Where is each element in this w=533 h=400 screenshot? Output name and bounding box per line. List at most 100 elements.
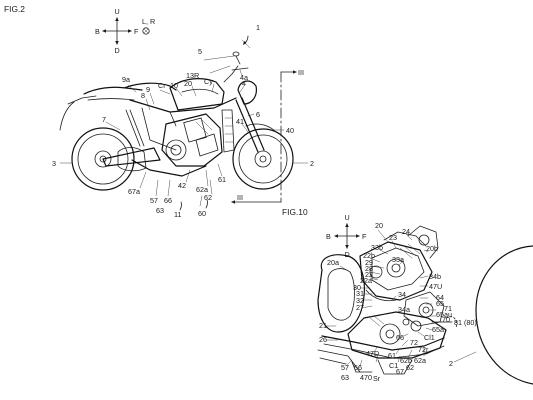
radiator — [221, 109, 235, 153]
fig2-direction-compass: U D B F L, R — [95, 7, 155, 55]
fig10-ref-33a: 33a — [392, 255, 404, 264]
ref-1: 1 — [256, 23, 260, 32]
license-plate-bracket — [59, 101, 75, 131]
engine — [161, 113, 223, 167]
fig10-ref-70: 70 — [442, 315, 450, 324]
fig10-ref-65a: 65a — [432, 325, 444, 334]
fig10-ref-21: 21 — [319, 321, 327, 330]
main-frame — [129, 97, 237, 113]
ref-57: 57 — [150, 196, 158, 205]
ref-9: 9 — [146, 85, 150, 94]
fig10-ref-81-80: 81 (80) — [454, 318, 477, 327]
fig10-ref-27: 27 — [356, 303, 364, 312]
fig10-compass-front-label: F — [362, 232, 367, 241]
fig10-ref-64: 64 — [436, 293, 444, 302]
fig10-ref-Cl1: Cl1 — [424, 333, 435, 342]
swing-arm — [102, 147, 161, 167]
ref-61: 61 — [218, 175, 226, 184]
rear-shock — [125, 109, 141, 147]
fig10-ref-22a: 22a — [360, 276, 372, 285]
fig10-ref-20a: 20a — [327, 258, 339, 267]
fig10-leader-lines — [325, 229, 477, 367]
section-line-iii — [231, 70, 297, 204]
fig10-ref-72r: 72r — [418, 345, 429, 354]
fig10-ref-61: 61 — [388, 351, 396, 360]
ref-62a: 62a — [196, 185, 208, 194]
fig10-ref-57: 57 — [341, 363, 349, 372]
fig10-ref-56: 56 — [354, 363, 362, 372]
cylinder-block — [359, 241, 433, 301]
ref-60: 60 — [198, 209, 206, 218]
fig10-ref-22: 22 — [365, 270, 373, 279]
fuel-tank — [169, 78, 225, 111]
fig10-ref-34b: 34b — [429, 272, 441, 281]
exhaust-pipe-section — [321, 335, 445, 351]
fig2-title: FIG.2 — [4, 4, 25, 14]
ref-Cr: Cr — [158, 81, 166, 90]
ref-62: 62 — [204, 193, 212, 202]
rear-wheel — [71, 127, 135, 191]
fig10-ref-470: 470 — [360, 373, 372, 382]
fig10-ref-2: 2 — [449, 359, 453, 368]
fig10-ref-63: 63 — [341, 373, 349, 382]
fig10-ref-62: 62 — [406, 363, 414, 372]
ref-7: 7 — [102, 115, 106, 124]
fig10-ref-65au: 65au — [436, 310, 452, 319]
compass-front-label: F — [134, 27, 139, 36]
fig10-compass-down-label: D — [345, 250, 350, 259]
fig10-ref-33b: 33b — [371, 243, 383, 252]
fig10-compass-up-label: U — [345, 213, 350, 222]
fig10-ref-23: 23 — [389, 233, 397, 242]
ref-4a: 4a — [240, 73, 248, 82]
seat — [123, 82, 177, 91]
fig10-ref-34a: 34a — [398, 305, 410, 314]
fig10-ref-71: 71 — [444, 304, 452, 313]
fig10-ref-29: 29 — [365, 258, 373, 267]
fig10-compass-back-label: B — [326, 232, 331, 241]
ref-4: 4 — [242, 79, 246, 88]
out-of-page-symbol — [142, 27, 150, 35]
front-wheel — [232, 128, 294, 190]
fig10-ref-24: 24 — [402, 227, 410, 236]
fig10-ref-Sr: Sr — [373, 374, 381, 383]
motorcycle-side-view — [59, 51, 294, 191]
ref-67a: 67a — [128, 187, 140, 196]
ref-41: 41 — [236, 117, 244, 126]
rear-seat-cowl — [83, 86, 143, 95]
ref-66: 66 — [164, 196, 172, 205]
fig10-ref-32: 32 — [356, 296, 364, 305]
ref-5: 5 — [198, 47, 202, 56]
fig10-ref-31: 31 — [356, 289, 364, 298]
fig10-ref-26: 26 — [319, 335, 327, 344]
ref-13R: 13R — [186, 71, 199, 80]
ref-8: 8 — [141, 91, 145, 100]
fig10-title: FIG.10 — [282, 207, 308, 217]
ref-Cy: Cy — [204, 77, 213, 86]
compass-left-right-label: L, R — [142, 17, 155, 26]
fig10-ref-67: 67 — [396, 367, 404, 376]
fig2-leader-lines — [59, 39, 309, 207]
ref-2: 2 — [310, 159, 314, 168]
fig10-ref-47U: 47U — [429, 282, 442, 291]
ref-10: 10 — [170, 81, 178, 90]
fig10-ref-72: 72 — [410, 338, 418, 347]
compass-up-label: U — [115, 7, 120, 16]
exhaust-pipe — [131, 159, 207, 177]
fig10-ref-34: 34 — [398, 290, 406, 299]
compass-down-label: D — [115, 46, 120, 55]
fig10-ref-47D: 47D — [366, 349, 379, 358]
fig10-ref-62a: 62a — [414, 356, 426, 365]
fig10-ref-C1: C1 — [389, 361, 398, 370]
section-label-iii-bottom: III — [237, 193, 243, 202]
muffler — [117, 147, 147, 172]
fig2-reference-numerals: 1 5 13R 4a 9a Cr 10 20 Cy 4 9 8 6 7 41 4… — [52, 23, 314, 219]
ref-9a: 9a — [122, 75, 130, 84]
fig10-reference-numerals: 20 24 23 33b 20b 22b 33a 29 28 20a 22 22… — [319, 221, 477, 383]
fig10-front-wheel-arc — [475, 245, 533, 385]
ref-11: 11 — [174, 210, 181, 219]
fig10-ref-20: 20 — [375, 221, 383, 230]
fig10-ref-30: 30 — [353, 283, 361, 292]
ref-40: 40 — [286, 126, 294, 135]
compass-back-label: B — [95, 27, 100, 36]
